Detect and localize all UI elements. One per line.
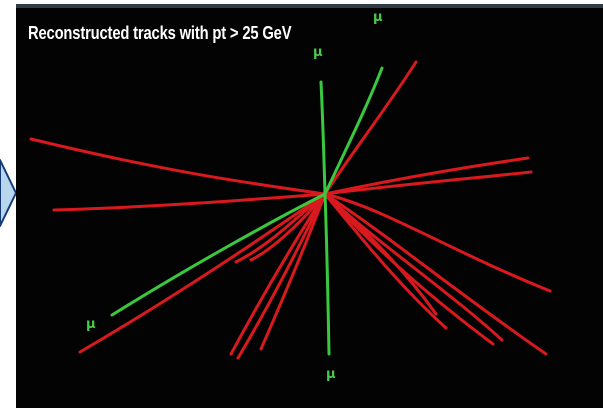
red-track-lower-left-1 <box>229 192 327 356</box>
red-track-lower-left-5 <box>249 192 327 262</box>
red-track-lower-right-4 <box>323 192 438 316</box>
red-track-right-long <box>323 192 552 293</box>
red-track-lower-right-1 <box>323 192 548 356</box>
red-track-lower-left-3 <box>259 192 327 351</box>
red-track-left-middle <box>52 192 327 212</box>
reconstructed-tracks-display <box>29 60 552 360</box>
green-track-vertical <box>319 80 331 356</box>
muon-label-bottom: μ <box>326 367 336 382</box>
hadron-tracks <box>29 60 552 360</box>
red-track-right-middle <box>323 170 533 196</box>
green-track-top-right <box>323 66 384 196</box>
left-arrow-icon <box>0 159 16 227</box>
muon-label-top-right: μ <box>373 10 383 25</box>
red-track-lower-left-2 <box>236 192 327 360</box>
muon-label-top: μ <box>313 45 323 60</box>
red-track-top-right <box>323 60 418 196</box>
red-track-lower-right-2 <box>323 192 504 342</box>
muon-tracks <box>110 66 384 356</box>
red-track-lower-right-5 <box>323 192 448 330</box>
red-track-left-upper <box>29 137 327 196</box>
panel-title: Reconstructed tracks with pt > 25 GeV <box>28 23 292 43</box>
muon-label-lower-left: μ <box>86 317 96 332</box>
event-display-panel: Reconstructed tracks with pt > 25 GeV <box>16 4 603 408</box>
red-track-right-upper <box>323 156 530 196</box>
panel-top-strip <box>16 4 603 8</box>
green-track-lower-left <box>110 192 327 317</box>
red-track-lower-left-long <box>78 192 327 354</box>
red-track-lower-left-4 <box>234 192 327 264</box>
